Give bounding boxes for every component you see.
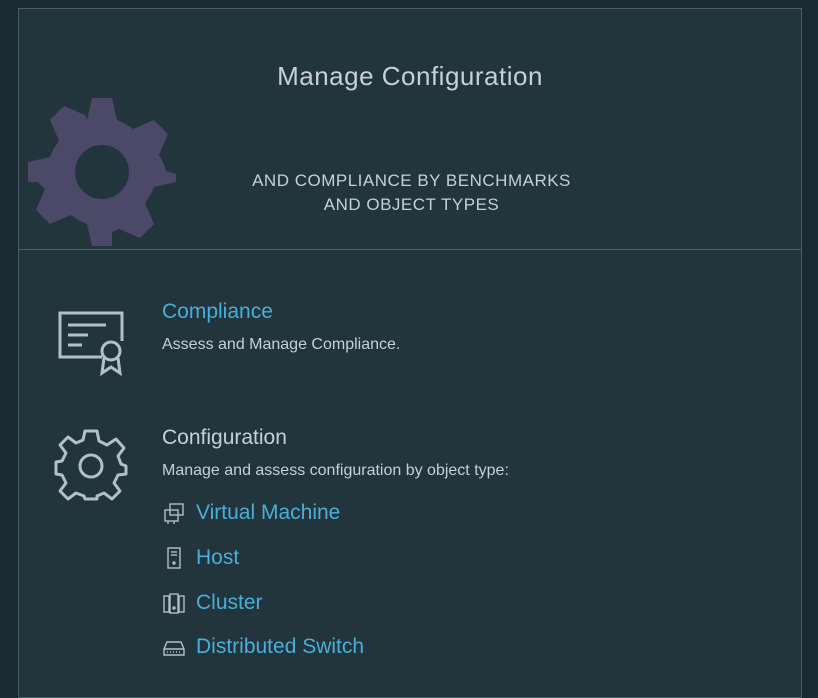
manage-configuration-card: Manage Configuration AND COMPLIANCE BY B… [18,8,802,698]
page-subtitle: AND COMPLIANCE BY BENCHMARKS AND OBJECT … [219,169,604,217]
page-title: Manage Configuration [277,61,543,91]
switch-icon [163,641,185,656]
compliance-link[interactable]: Compliance [162,300,273,323]
cluster-label: Cluster [196,591,263,614]
certificate-icon [58,311,124,377]
cluster-icon [163,593,185,614]
configuration-title: Configuration [162,426,287,449]
gear-icon [28,98,176,246]
distributed-switch-label: Distributed Switch [196,635,365,658]
cluster-link[interactable]: Cluster [162,590,263,616]
subtitle-line-2: AND OBJECT TYPES [323,195,500,214]
configuration-description: Manage and assess configuration by objec… [162,462,509,479]
host-link[interactable]: Host [162,545,239,571]
compliance-description: Assess and Manage Compliance. [162,336,401,353]
virtual-machine-link[interactable]: Virtual Machine [162,500,340,526]
subtitle-line-1: AND COMPLIANCE BY BENCHMARKS [252,171,571,190]
virtual-machine-label: Virtual Machine [196,501,341,524]
gear-icon [54,429,128,501]
host-icon [167,547,181,569]
host-label: Host [196,546,240,569]
vm-icon [164,503,184,524]
card-header: Manage Configuration AND COMPLIANCE BY B… [19,9,801,250]
distributed-switch-link[interactable]: Distributed Switch [162,634,364,660]
